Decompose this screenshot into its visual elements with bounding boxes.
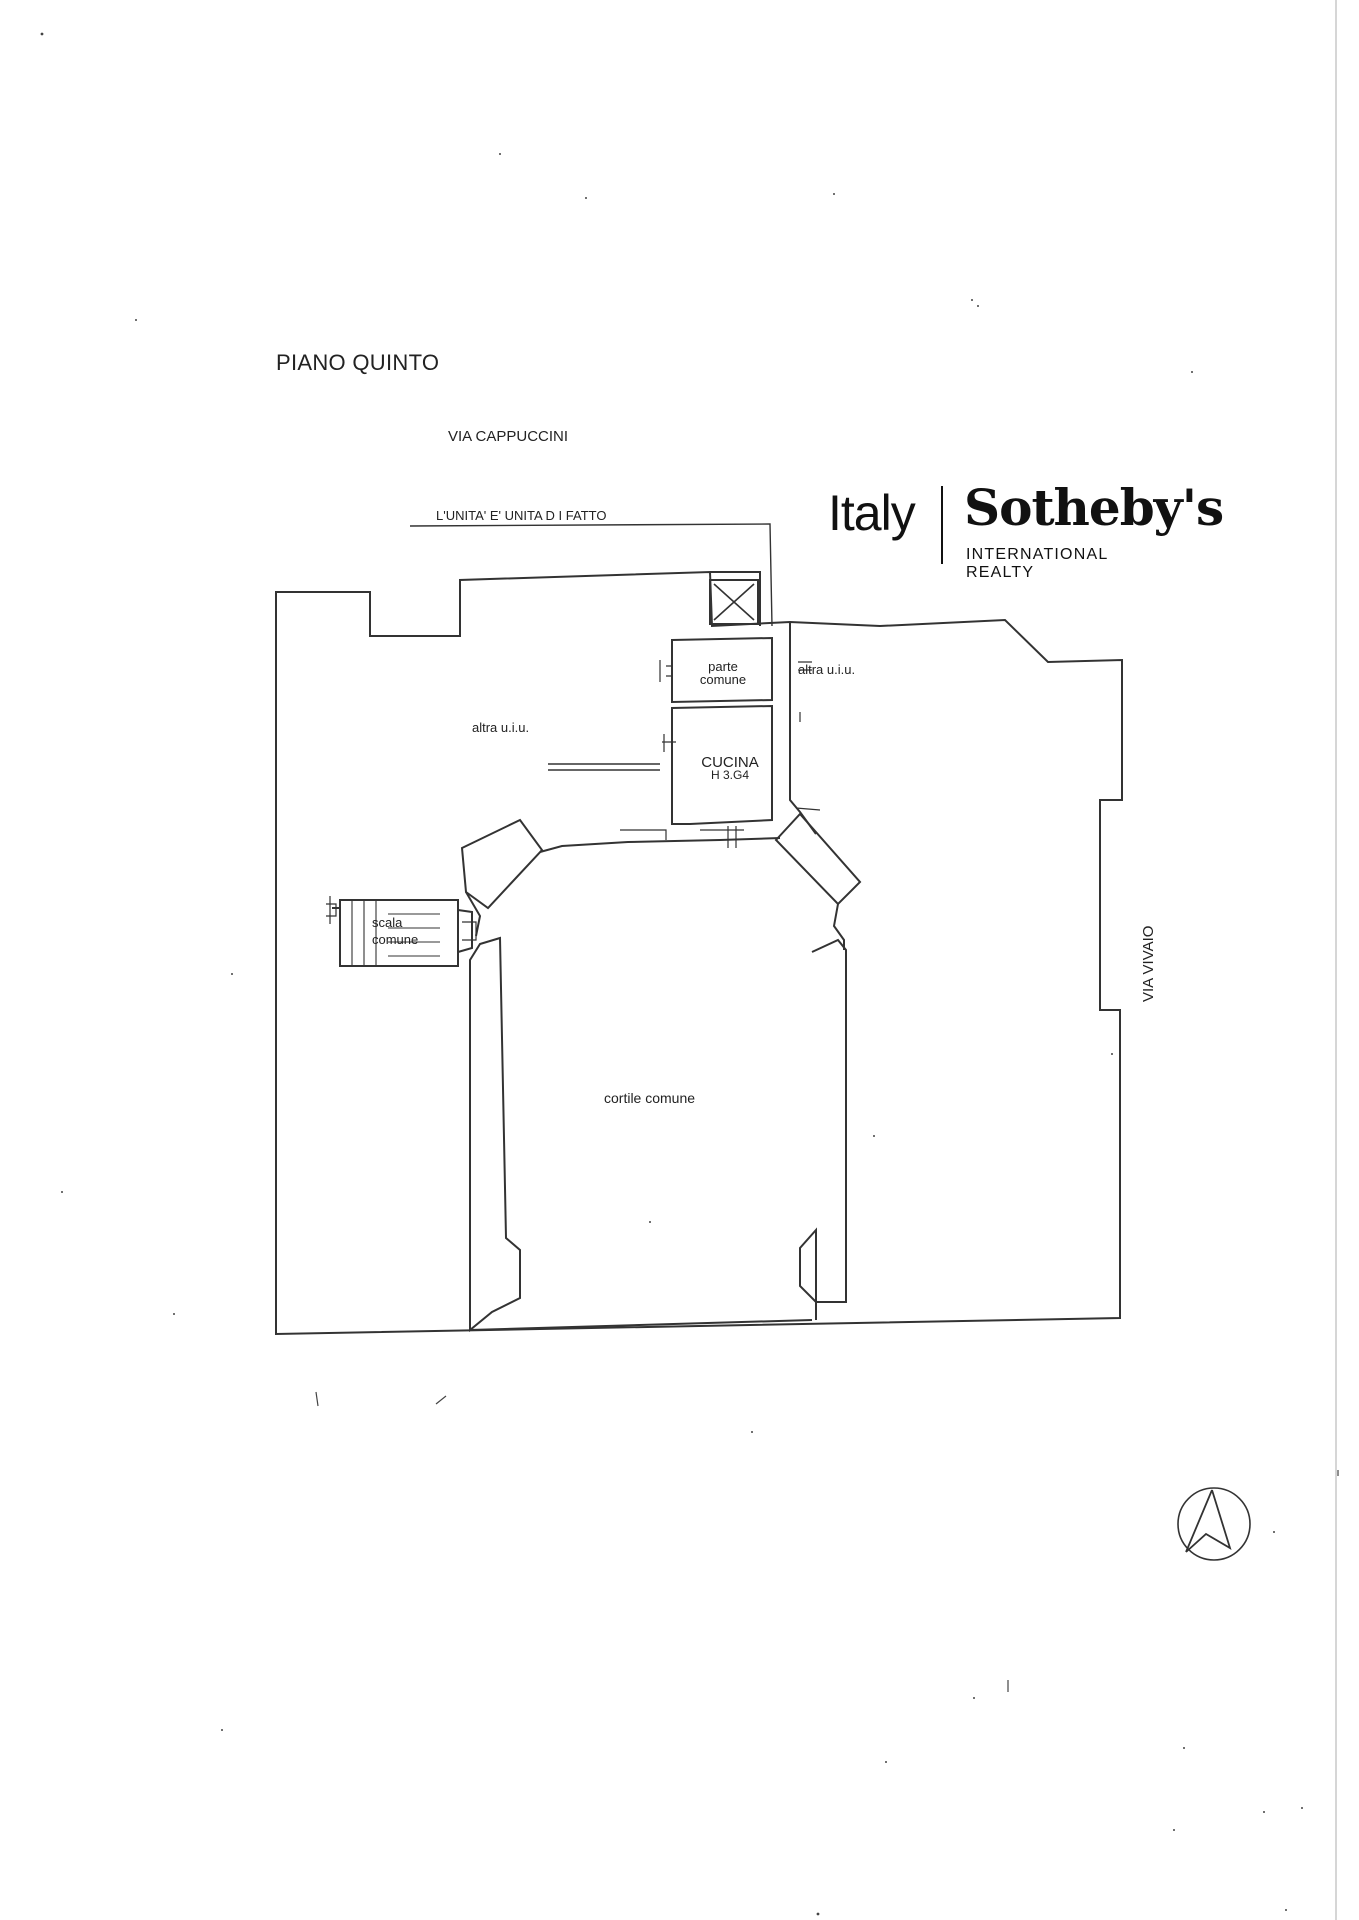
- elevator-shaft: [709, 579, 759, 625]
- left-bay-window: [460, 818, 544, 910]
- courtyard-top-wall: [539, 837, 781, 853]
- room-label-stairs: scala comune: [372, 914, 418, 948]
- unit-note-leader: [409, 523, 773, 627]
- room-label-common-part: parte comune: [688, 660, 758, 686]
- north-arrow-icon: [1177, 1487, 1251, 1561]
- building-outline: [275, 570, 1123, 1336]
- stairs-line2: comune: [372, 932, 419, 947]
- floor-title: PIANO QUINTO: [276, 350, 440, 375]
- staircase: [339, 899, 459, 967]
- room-label-courtyard: cortile comune: [604, 1090, 696, 1106]
- brand-sothebys: Sotheby's: [964, 478, 1224, 537]
- courtyard-right-wall: [799, 938, 847, 1320]
- elevator-notch: [710, 571, 761, 626]
- brand-italy: Italy: [828, 485, 916, 541]
- kitchen-room: [671, 704, 773, 825]
- right-bay-window: [774, 812, 862, 906]
- common-part-line1: parte: [708, 659, 738, 674]
- room-label-other-unit-right: altra u.i.u.: [798, 662, 856, 677]
- common-part-room: [671, 636, 773, 704]
- room-label-other-unit-left: altra u.i.u.: [472, 720, 530, 735]
- courtyard-bottom-wall: [469, 1319, 813, 1331]
- room-label-kitchen: CUCINA H 3.G4: [690, 754, 770, 782]
- stairs-line1: scala: [372, 915, 403, 930]
- street-label-east: VIA VIVAIO: [1140, 925, 1157, 1002]
- partition-wall-left: [548, 763, 660, 771]
- brand-divider: [941, 486, 943, 564]
- street-label-north: VIA CAPPUCCINI: [448, 428, 569, 445]
- common-part-line2: comune: [699, 672, 747, 687]
- courtyard-left-wall: [469, 936, 521, 1333]
- kitchen-height: H 3.G4: [710, 768, 749, 782]
- core-east-wall: [789, 622, 817, 835]
- brand-subtitle: INTERNATIONAL REALTY: [966, 546, 1108, 581]
- kitchen-name: CUCINA: [701, 754, 759, 771]
- unit-note: L'UNITA' E' UNITA D I FATTO: [436, 508, 607, 523]
